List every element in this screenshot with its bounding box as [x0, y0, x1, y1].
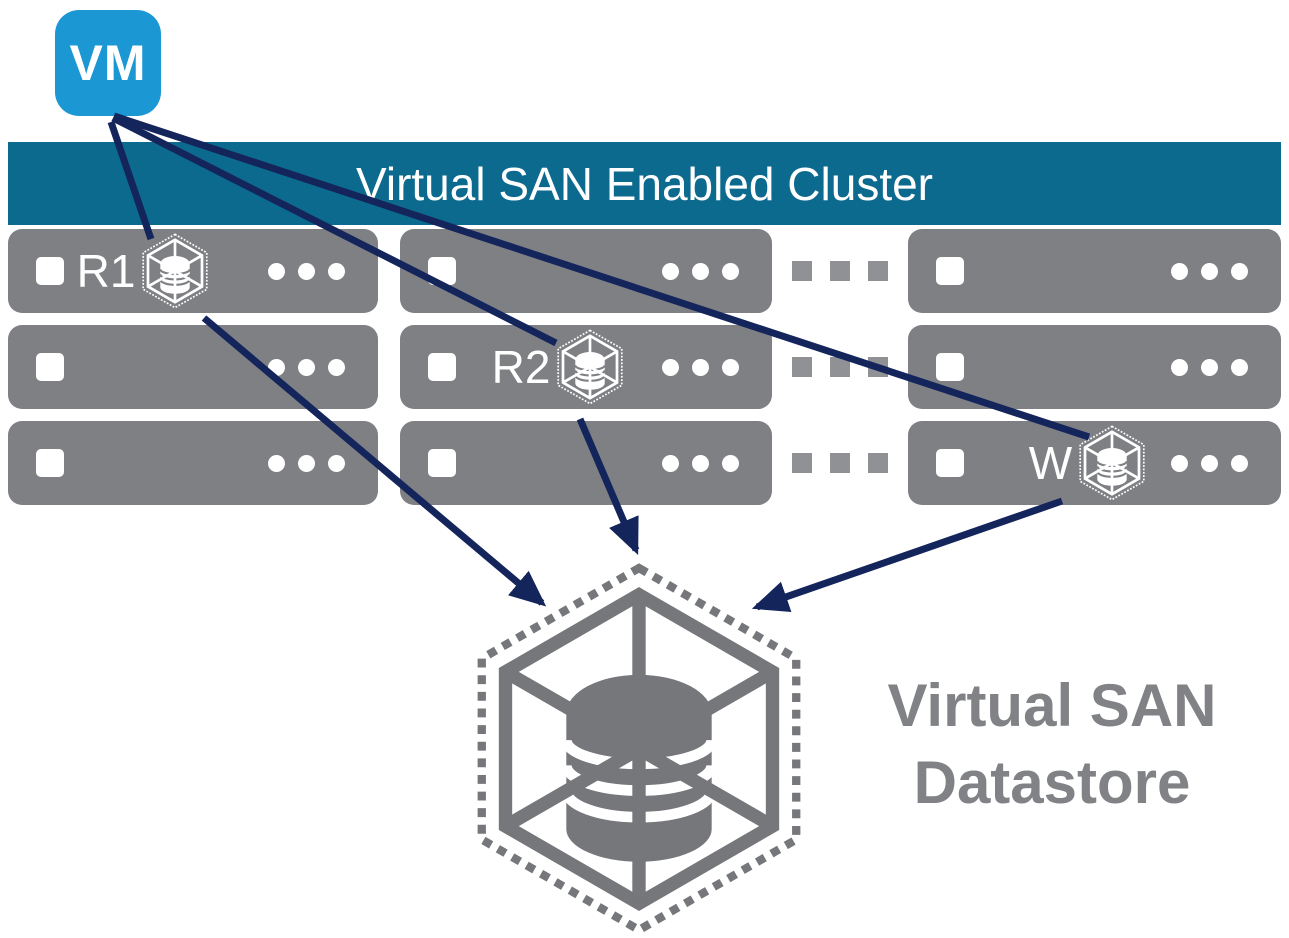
- replica1-label: R1: [76, 245, 136, 297]
- ellipsis-square: [830, 453, 850, 473]
- status-dot: [1231, 358, 1248, 376]
- datastore-label-line1: Virtual SAN: [887, 672, 1217, 739]
- ellipsis-square: [792, 453, 812, 473]
- host-8: [400, 421, 772, 505]
- status-dot: [328, 358, 345, 376]
- ellipsis-square: [868, 357, 888, 377]
- host-led-square: [428, 353, 456, 381]
- host-grid: R1 R2: [8, 229, 1281, 505]
- host-status-dots: [662, 454, 739, 472]
- status-dot: [268, 358, 285, 376]
- host-4: [8, 325, 378, 409]
- ellipsis-square: [830, 357, 850, 377]
- status-dot: [298, 358, 315, 376]
- cluster-banner: Virtual SAN Enabled Cluster: [8, 142, 1281, 225]
- host-status-dots: [268, 262, 345, 280]
- status-dot: [722, 454, 739, 472]
- host-led-square: [936, 353, 964, 381]
- ellipsis-square: [868, 453, 888, 473]
- more-hosts-ellipsis: [772, 421, 908, 505]
- host-3: [908, 229, 1281, 313]
- host-2: [400, 229, 772, 313]
- host-led-square: [936, 449, 964, 477]
- host-led-square: [36, 449, 64, 477]
- ellipsis-square: [792, 357, 812, 377]
- host-led-square: [36, 353, 64, 381]
- grid-spacer: [378, 229, 400, 313]
- host-status-dots: [1171, 358, 1248, 376]
- host-status-dots: [1171, 454, 1248, 472]
- status-dot: [1231, 262, 1248, 280]
- replica2-label: R2: [491, 341, 551, 393]
- host-status-dots: [662, 262, 739, 280]
- vm-badge: VM: [55, 10, 161, 116]
- grid-spacer: [378, 421, 400, 505]
- status-dot: [1171, 262, 1188, 280]
- status-dot: [692, 358, 709, 376]
- status-dot: [298, 262, 315, 280]
- vsan-datastore-hexagon-icon: [461, 562, 817, 936]
- status-dot: [1231, 454, 1248, 472]
- status-dot: [662, 262, 679, 280]
- status-dot: [328, 454, 345, 472]
- status-dot: [692, 262, 709, 280]
- status-dot: [268, 454, 285, 472]
- host-w: W: [908, 421, 1281, 505]
- status-dot: [1201, 358, 1218, 376]
- host-status-dots: [662, 358, 739, 376]
- status-dot: [1201, 262, 1218, 280]
- witness-label: W: [1028, 437, 1073, 489]
- status-dot: [1201, 454, 1218, 472]
- grid-spacer: [378, 325, 400, 409]
- status-dot: [722, 358, 739, 376]
- host-status-dots: [268, 454, 345, 472]
- datastore-label-line2: Datastore: [913, 748, 1191, 816]
- host-status-dots: [1171, 262, 1248, 280]
- status-dot: [662, 454, 679, 472]
- witness-datastore-hexagon-icon: [1076, 425, 1148, 501]
- host-r2: R2: [400, 325, 772, 409]
- status-dot: [722, 262, 739, 280]
- ellipsis-square: [830, 261, 850, 281]
- host-6: [908, 325, 1281, 409]
- status-dot: [268, 262, 285, 280]
- status-dot: [1171, 454, 1188, 472]
- status-dot: [298, 454, 315, 472]
- status-dot: [662, 358, 679, 376]
- more-hosts-ellipsis: [772, 229, 908, 313]
- status-dot: [692, 454, 709, 472]
- vm-label: VM: [69, 35, 147, 91]
- host-led-square: [428, 257, 456, 285]
- host-7: [8, 421, 378, 505]
- cluster-banner-title: Virtual SAN Enabled Cluster: [356, 157, 933, 210]
- replica1-datastore-hexagon-icon: [139, 233, 211, 309]
- replica2-datastore-hexagon-icon: [554, 329, 626, 405]
- host-status-dots: [268, 358, 345, 376]
- more-hosts-ellipsis: [772, 325, 908, 409]
- ellipsis-square: [792, 261, 812, 281]
- datastore-label: Virtual SAN Datastore: [872, 668, 1232, 822]
- host-led-square: [936, 257, 964, 285]
- host-led-square: [428, 449, 456, 477]
- host-led-square: [36, 257, 64, 285]
- ellipsis-square: [868, 261, 888, 281]
- status-dot: [1171, 358, 1188, 376]
- host-r1: R1: [8, 229, 378, 313]
- status-dot: [328, 262, 345, 280]
